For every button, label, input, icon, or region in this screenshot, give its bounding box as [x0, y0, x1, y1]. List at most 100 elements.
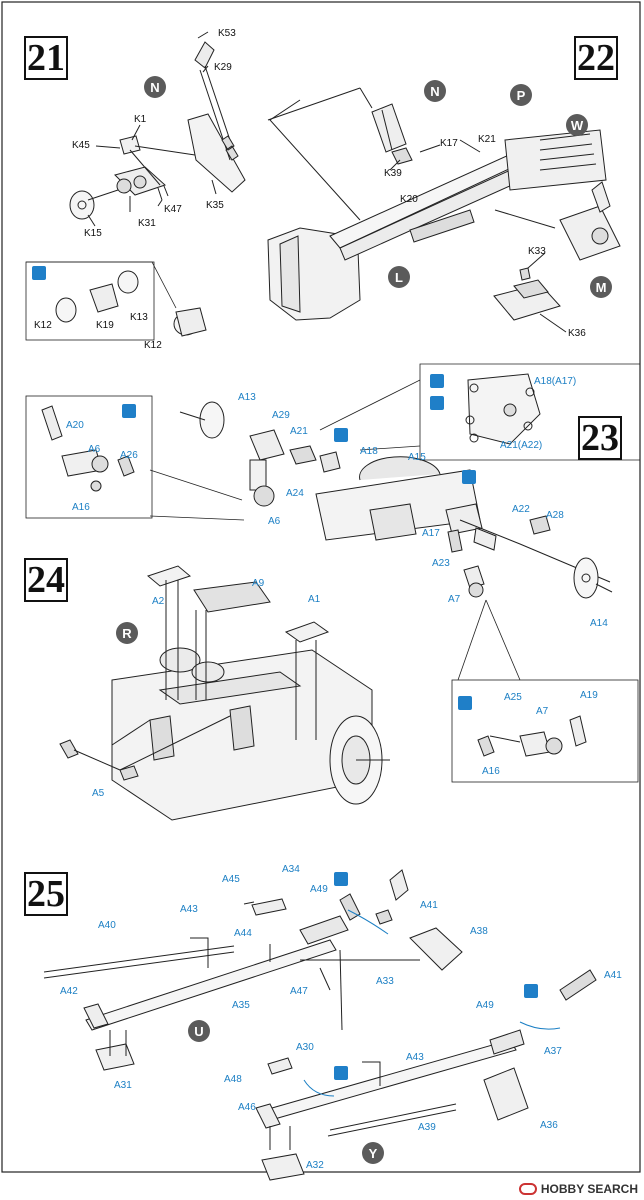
- glue-icon: [430, 374, 444, 388]
- subview-marker-m: M: [590, 276, 612, 298]
- part-label-k1: K1: [134, 114, 147, 125]
- subview-marker-y: Y: [362, 1142, 384, 1164]
- part-label-a29: A29: [272, 410, 290, 421]
- part-label-k20: K20: [400, 194, 418, 205]
- part-label-a17: A17: [422, 528, 440, 539]
- part-label-k17: K17: [440, 138, 458, 149]
- part-label-a14: A14: [590, 618, 608, 629]
- watermark: HOBBY SEARCH: [518, 1182, 638, 1196]
- step-22-drawing: [267, 87, 621, 333]
- part-label-a32: A32: [306, 1160, 324, 1171]
- glue-icon: [32, 266, 46, 280]
- part-label-k19: K19: [96, 320, 114, 331]
- part-label-a26: A26: [120, 450, 138, 461]
- part-label-k45: K45: [72, 140, 90, 151]
- part-label-k39: K39: [384, 168, 402, 179]
- part-label-a28: A28: [546, 510, 564, 521]
- part-label-a22: A22: [512, 504, 530, 515]
- part-label-a1: A1: [308, 594, 321, 605]
- part-label-a2: A2: [152, 596, 165, 607]
- part-label-a45: A45: [222, 874, 240, 885]
- step-number-22: 22: [574, 36, 618, 80]
- part-label-a47: A47: [290, 986, 308, 997]
- part-label-a41: A41: [420, 900, 438, 911]
- paint-icon: [462, 470, 476, 484]
- part-label-a36: A36: [540, 1120, 558, 1131]
- hobby-search-logo-icon: [518, 1183, 537, 1195]
- part-label-k21: K21: [478, 134, 496, 145]
- part-label-a20: A20: [66, 420, 84, 431]
- part-label-k53: K53: [218, 28, 236, 39]
- part-label-a16: A16: [482, 766, 500, 777]
- step-21-drawing: [25, 31, 246, 341]
- part-label-a7: A7: [536, 706, 549, 717]
- subview-marker-u: U: [188, 1020, 210, 1042]
- part-label-a48: A48: [224, 1074, 242, 1085]
- step-number-24: 24: [24, 558, 68, 602]
- part-label-a46: A46: [238, 1102, 256, 1113]
- part-label-a6: A6: [268, 516, 281, 527]
- subview-marker-p: P: [510, 84, 532, 106]
- paint-icon: [334, 428, 348, 442]
- part-label-a6: A6: [88, 444, 101, 455]
- part-label-a41: A41: [604, 970, 622, 981]
- part-label-k33: K33: [528, 246, 546, 257]
- part-label-a21: A21: [290, 426, 308, 437]
- part-label-a19: A19: [580, 690, 598, 701]
- option-icon: [334, 872, 348, 886]
- part-label-a49: A49: [310, 884, 328, 895]
- option-icon: [524, 984, 538, 998]
- subview-marker-n: N: [424, 80, 446, 102]
- part-label-k12: K12: [144, 340, 162, 351]
- step-24-drawing: [59, 565, 639, 821]
- part-label-a13: A13: [238, 392, 256, 403]
- glue-icon: [458, 696, 472, 710]
- part-label-a25: A25: [504, 692, 522, 703]
- subview-marker-r: R: [116, 622, 138, 644]
- step-23-drawing: [25, 363, 641, 681]
- part-label-k13: K13: [130, 312, 148, 323]
- part-label-a23: A23: [432, 558, 450, 569]
- subview-marker-l: L: [388, 266, 410, 288]
- part-label-a44: A44: [234, 928, 252, 939]
- part-label-a18: A18: [360, 446, 378, 457]
- part-label-a43: A43: [406, 1052, 424, 1063]
- part-label-a49: A49: [476, 1000, 494, 1011]
- part-label-a24: A24: [286, 488, 304, 499]
- option-icon: [334, 1066, 348, 1080]
- part-label-a18-a17: A18(A17): [534, 376, 577, 387]
- step-number-25: 25: [24, 872, 68, 916]
- part-label-a40: A40: [98, 920, 116, 931]
- part-label-a15: A15: [408, 452, 426, 463]
- part-label-k29: K29: [214, 62, 232, 73]
- step-number-23: 23: [578, 416, 622, 460]
- part-label-a16: A16: [72, 502, 90, 513]
- subview-marker-n: N: [144, 76, 166, 98]
- part-label-a38: A38: [470, 926, 488, 937]
- part-label-a31: A31: [114, 1080, 132, 1091]
- part-label-a21-a22: A21(A22): [500, 440, 543, 451]
- part-label-a39: A39: [418, 1122, 436, 1133]
- subview-marker-w: W: [566, 114, 588, 136]
- step-25-drawing: [43, 869, 597, 1181]
- part-label-k12: K12: [34, 320, 52, 331]
- part-label-a35: A35: [232, 1000, 250, 1011]
- part-label-a34: A34: [282, 864, 300, 875]
- glue-icon: [122, 404, 136, 418]
- part-label-k35: K35: [206, 200, 224, 211]
- part-label-a33: A33: [376, 976, 394, 987]
- part-label-a42: A42: [60, 986, 78, 997]
- part-label-a37: A37: [544, 1046, 562, 1057]
- part-label-k15: K15: [84, 228, 102, 239]
- paint-icon: [430, 396, 444, 410]
- step-number-21: 21: [24, 36, 68, 80]
- part-label-k47: K47: [164, 204, 182, 215]
- part-label-a43: A43: [180, 904, 198, 915]
- part-label-k31: K31: [138, 218, 156, 229]
- part-label-a5: A5: [92, 788, 105, 799]
- part-label-k36: K36: [568, 328, 586, 339]
- part-label-a9: A9: [252, 578, 265, 589]
- part-label-a7: A7: [448, 594, 461, 605]
- watermark-brand: HOBBY SEARCH: [540, 1182, 638, 1196]
